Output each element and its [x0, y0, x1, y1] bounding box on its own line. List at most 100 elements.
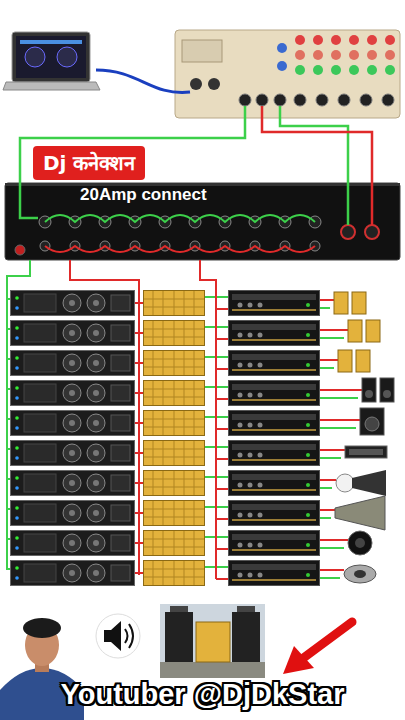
amplifier	[11, 321, 135, 346]
mixer-knobs-part	[313, 65, 323, 75]
sound-system-photo	[160, 604, 265, 678]
mixer-knobs-part	[295, 50, 305, 60]
speaker-box-column	[144, 291, 205, 586]
red-wire	[262, 106, 372, 225]
mixer-part	[182, 40, 222, 62]
rack-green-link	[45, 215, 315, 222]
amplifier	[11, 351, 135, 376]
mixer-jacks-part	[360, 94, 372, 106]
amplifier	[229, 321, 320, 346]
speaker-icon-part	[125, 624, 133, 648]
mixer-knobs-part	[313, 50, 323, 60]
speaker-icon-part	[96, 614, 140, 658]
laptop-part	[3, 82, 100, 90]
speaker-icons-part	[344, 565, 376, 583]
pointer-arrow-part	[302, 622, 352, 659]
mixer-knobs-part	[331, 65, 341, 75]
speaker-box	[144, 351, 205, 376]
amplifier	[229, 471, 320, 496]
title-banner: Dj कनेक्शन	[33, 146, 145, 180]
crossover-unit: 20Amp connect	[5, 183, 400, 260]
speaker-box	[144, 441, 205, 466]
mixer-knobs-part	[367, 35, 377, 45]
mixer	[175, 30, 400, 118]
mixer-knobs-part	[277, 61, 287, 71]
laptop	[3, 32, 100, 90]
mixer-part	[208, 78, 220, 90]
mixer-jacks-part	[274, 94, 286, 106]
crossover-rack	[5, 183, 400, 260]
red-wire	[320, 300, 362, 570]
amplifier	[11, 531, 135, 556]
speaker-icons-part	[355, 538, 365, 548]
speaker-icons	[334, 292, 394, 583]
laptop-part	[25, 47, 45, 67]
mixer-knobs-part	[349, 50, 359, 60]
speaker-box	[144, 531, 205, 556]
speaker-icons-part	[362, 378, 376, 402]
amplifier-column	[229, 291, 320, 586]
rack-jacks-part	[341, 225, 355, 239]
amplifier	[11, 561, 135, 586]
mixer-jacks	[239, 94, 394, 106]
amplifier	[11, 471, 135, 496]
speaker-box	[144, 381, 205, 406]
presenter-photo-part	[23, 618, 61, 638]
usb-cable	[96, 70, 190, 92]
amplifier	[229, 561, 320, 586]
crossover-rack-part	[15, 245, 25, 255]
sound-system-photo-part	[165, 612, 193, 662]
title-text: Dj कनेक्शन	[43, 151, 135, 175]
speaker-icons-part	[352, 470, 386, 496]
mixer-part	[190, 78, 202, 90]
speaker-box	[144, 321, 205, 346]
amplifier	[11, 441, 135, 466]
mixer-knobs-part	[331, 35, 341, 45]
sound-system-photo-part	[232, 612, 260, 662]
speaker-icons-part	[335, 496, 385, 530]
amplifier	[11, 381, 135, 406]
mixer-knobs-part	[367, 50, 377, 60]
speaker-box	[144, 561, 205, 586]
amplifier	[11, 411, 135, 436]
mixer-knobs-part	[385, 65, 395, 75]
laptop-part	[20, 40, 82, 44]
amplifier	[11, 501, 135, 526]
mixer-knobs-part	[349, 35, 359, 45]
speaker-icons-part	[383, 390, 391, 398]
speaker-icons-part	[334, 292, 348, 314]
green-wire	[20, 106, 245, 218]
channel-caption: Youtuber @DjDkStar	[0, 678, 405, 711]
speaker-box	[144, 471, 205, 496]
mixer-knobs-part	[313, 35, 323, 45]
laptop-part	[16, 36, 86, 78]
rack-jacks	[39, 216, 379, 251]
speaker-icons-part	[356, 350, 370, 372]
mixer-jacks-part	[338, 94, 350, 106]
speaker-icons-part	[345, 446, 387, 458]
sound-system-photo-part	[160, 604, 265, 678]
mixer-jacks-part	[382, 94, 394, 106]
mixer-jacks-part	[239, 94, 251, 106]
mixer-knobs-part	[367, 65, 377, 75]
sound-system-photo-part	[170, 606, 188, 612]
rack-red-link	[45, 246, 315, 252]
speaker-icons-part	[365, 417, 379, 431]
speaker-icons-part	[348, 320, 362, 342]
speaker-icons-part	[360, 408, 384, 435]
sound-system-photo-part	[160, 662, 265, 678]
mixer-knobs-part	[349, 65, 359, 75]
amplifier	[229, 381, 320, 406]
mixer-knobs	[277, 35, 395, 75]
speaker-box	[144, 411, 205, 436]
sound-system-photo-part	[237, 606, 255, 612]
speaker-icons-part	[349, 449, 383, 455]
amplifier	[229, 531, 320, 556]
speaker-box	[144, 501, 205, 526]
rack-jacks-part	[365, 225, 379, 239]
amplifier	[229, 441, 320, 466]
speaker-icons-part	[338, 350, 352, 372]
amplifier	[11, 291, 135, 316]
amplifier	[229, 411, 320, 436]
